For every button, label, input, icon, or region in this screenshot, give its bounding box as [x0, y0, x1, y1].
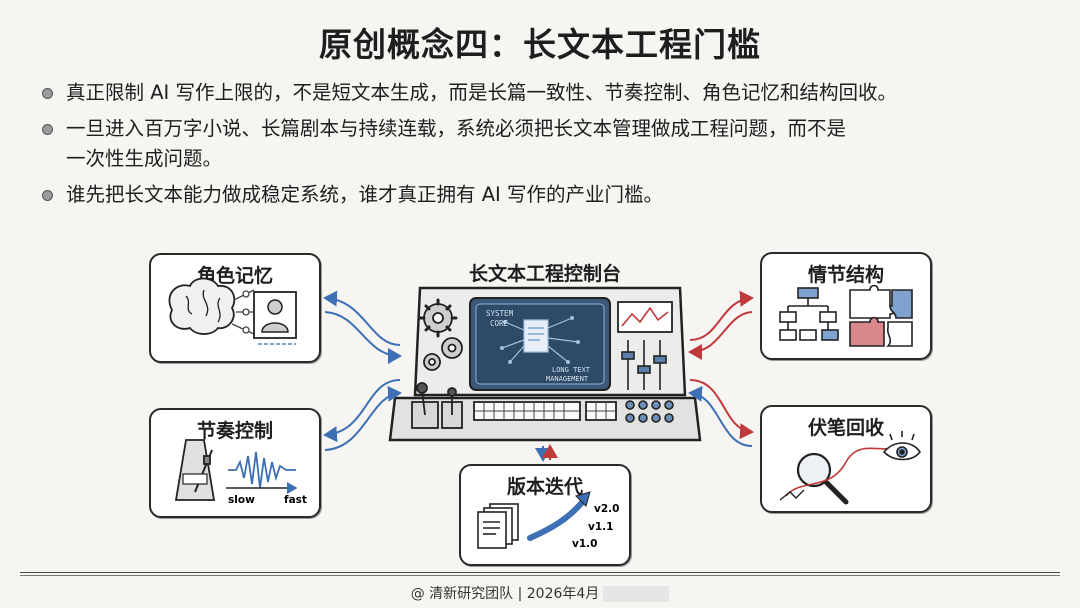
gear-icon — [423, 303, 463, 371]
screen-label-core-2: CORE — [490, 319, 509, 328]
brain-icon — [168, 277, 236, 335]
slider-controls-icon — [621, 340, 667, 390]
rhythm-slow-label: slow — [228, 494, 255, 506]
screen-label-management-1: LONG TEXT — [552, 366, 591, 374]
page-title: 原创概念四：长文本工程门槛 — [319, 25, 761, 64]
panel-title: 版本迭代 — [506, 476, 583, 498]
version-label: v1.1 — [588, 521, 613, 533]
bullet-text: 真正限制 AI 写作上限的，不是短文本生成，而是长篇一致性、节奏控制、角色记忆和… — [66, 81, 897, 104]
flowchart-icon — [779, 287, 839, 341]
panel-title: 角色记忆 — [196, 265, 273, 287]
footer-text: @ 清新研究团队 | 2026年4月 — [410, 586, 600, 602]
bullet-item: 一旦进入百万字小说、长篇剧本与持续连载，系统必须把长文本管理做成工程问题，而不是 — [40, 114, 1060, 144]
control-buttons-icon — [625, 400, 674, 423]
magnifier-icon — [796, 452, 849, 505]
eye-icon — [882, 431, 921, 461]
bullet-dot-icon — [42, 190, 53, 201]
version-label: v1.0 — [572, 538, 597, 550]
console-title: 长文本工程控制台 — [468, 263, 621, 285]
keyboard-icon — [473, 401, 617, 421]
rhythm-fast-label: fast — [284, 494, 307, 506]
monitor-chart-icon — [617, 301, 673, 333]
panel-title: 伏笔回收 — [807, 417, 884, 439]
bullet-item: 真正限制 AI 写作上限的，不是短文本生成，而是长篇一致性、节奏控制、角色记忆和… — [40, 78, 1060, 108]
footer-divider — [20, 575, 1060, 576]
panel-foreshadow-recovery: 伏笔回收 — [760, 405, 932, 513]
connection-arrows — [323, 290, 754, 462]
growth-arrow-icon — [527, 491, 591, 541]
bullet-continuation: 一次性生成问题。 — [40, 144, 1060, 174]
footer: @ 清新研究团队 | 2026年4月 — [0, 583, 1080, 603]
document-icon — [523, 319, 549, 353]
screen-label-management-2: MANAGEMENT — [546, 375, 589, 383]
panel-title: 节奏控制 — [196, 420, 273, 442]
bullet-text: 一次性生成问题。 — [66, 147, 223, 170]
document-stack-icon — [477, 503, 519, 549]
bullet-text: 谁先把长文本能力做成稳定系统，谁才真正拥有 AI 写作的产业门槛。 — [66, 183, 663, 206]
panel-title: 情节结构 — [807, 264, 884, 286]
bullet-dot-icon — [42, 88, 53, 99]
screen-label-core-1: SYSTEM — [486, 309, 514, 318]
bullet-dot-icon — [42, 124, 53, 135]
person-profile-icon — [253, 291, 297, 345]
joystick-icon — [411, 382, 463, 429]
panel-character-memory: 角色记忆 — [149, 253, 321, 363]
puzzle-icon — [849, 284, 913, 347]
version-label: v2.0 — [594, 503, 619, 515]
waveform-icon — [226, 451, 298, 494]
bullet-list: 真正限制 AI 写作上限的，不是短文本生成，而是长篇一致性、节奏控制、角色记忆和… — [40, 78, 1060, 216]
redacted-block — [603, 586, 670, 602]
bullet-text: 一旦进入百万字小说、长篇剧本与持续连载，系统必须把长文本管理做成工程问题，而不是 — [66, 117, 847, 140]
bullet-item: 谁先把长文本能力做成稳定系统，谁才真正拥有 AI 写作的产业门槛。 — [40, 180, 1060, 210]
footer-divider — [20, 572, 1060, 573]
console-machine: SYSTEM CORE LONG TEXT MANAGEMENT — [388, 286, 702, 442]
metronome-icon — [174, 439, 216, 501]
